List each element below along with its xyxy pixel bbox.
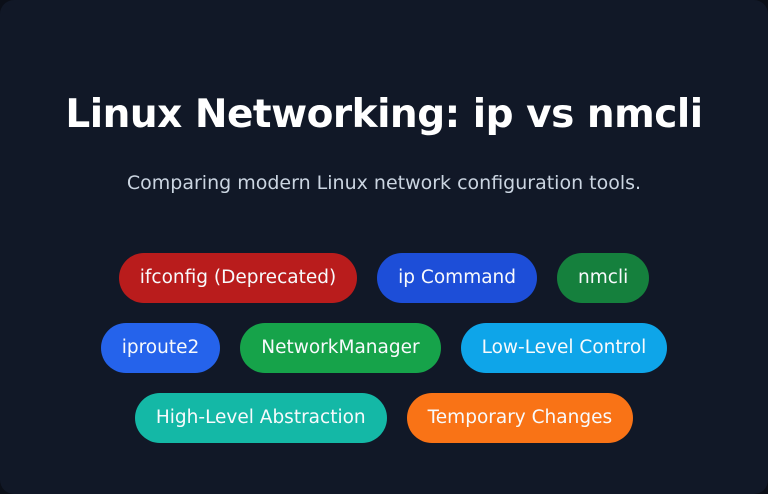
tag-networkmanager: NetworkManager (240, 323, 441, 373)
page-subtitle: Comparing modern Linux network configura… (126, 172, 642, 194)
tag-temporary-changes: Temporary Changes (406, 393, 634, 443)
tag-row: ifconfig (Deprecated) ip Command nmcli (0, 253, 768, 303)
tag-low-level-control: Low-Level Control (460, 323, 668, 373)
tag-nmcli: nmcli (557, 253, 650, 303)
tag-iproute2: iproute2 (100, 323, 221, 373)
tag-ifconfig: ifconfig (Deprecated) (118, 253, 358, 303)
tag-row: High-Level Abstraction Temporary Changes (0, 393, 768, 443)
tag-high-level-abstraction: High-Level Abstraction (134, 393, 387, 443)
tag-row: iproute2 NetworkManager Low-Level Contro… (0, 323, 768, 373)
tag-ip-command: ip Command (377, 253, 538, 303)
page-title: Linux Networking: ip vs nmcli (65, 92, 703, 137)
